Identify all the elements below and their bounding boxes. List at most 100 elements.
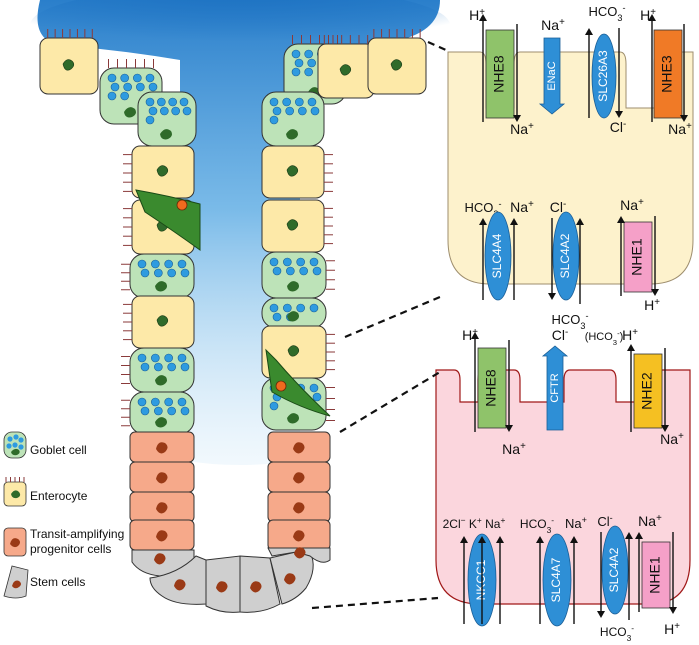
lower-cftr-top-ion: Cl-: [552, 327, 569, 344]
transit-cell-right-4: [267, 519, 331, 551]
lower-nhe8-arrow-up: [471, 332, 479, 432]
lower-slc4a7: SLC4A7: [542, 533, 572, 627]
connectors: [311, 40, 447, 610]
upper-nhe3-label: NHE3: [659, 55, 675, 93]
upper-slc4a4: SLC4A4: [484, 211, 512, 301]
lower-nhe2-arrow-down: [661, 348, 669, 432]
goblet-right-2-nucleus: [287, 311, 299, 322]
enterocyte-left-3-nucleus: [156, 315, 169, 327]
lower-nhe1-label: NHE1: [647, 556, 663, 594]
lower-slc4a2: SLC4A2: [601, 525, 629, 615]
lower-nhe2-label: NHE2: [639, 372, 655, 410]
lower-slc4a7-top-ion1: HCO3-: [520, 515, 554, 535]
lower-nhe1-top-ion: Na+: [638, 513, 662, 530]
legend-enterocyte-label: Enterocyte: [30, 489, 88, 503]
goblet-right-1: [261, 251, 335, 299]
lower-nhe1-bottom-ion: H+: [664, 621, 680, 638]
lower-nhe2: NHE2: [633, 353, 663, 429]
legend: Goblet cellEnterocyteTransit-amplifyingp…: [3, 431, 124, 599]
transporters: NHE8H+Na+Na+ENaCHCO3-SLC26A3Cl-NHE3H+Na+…: [443, 3, 692, 643]
goblet-top-right-2: [261, 91, 325, 147]
lower-nhe2-bottom-ion: Na+: [660, 431, 684, 448]
upper-nhe8-arrow-up: [479, 14, 487, 122]
upper-nhe1-arrow-down: [651, 216, 659, 296]
upper-slc4a2-top-ion: Cl-: [550, 199, 567, 216]
upper-nhe8: NHE8: [485, 29, 515, 119]
upper-nhe3: NHE3: [653, 29, 683, 119]
upper-nhe3-arrow-down: [680, 24, 688, 122]
upper-nhe1-arrow-up: [617, 216, 625, 296]
lower-nkcc1-top-ions: 2Cl− K+ Na+: [443, 515, 506, 531]
goblet-top-left-1-nucleus: [124, 107, 136, 118]
goblet-left-3: [121, 391, 195, 435]
transit-cell-right-1: [267, 431, 331, 463]
enterocyte-right-1: [261, 145, 333, 199]
enterocyte-top-right-1: [317, 35, 375, 99]
goblet-left-1-nucleus: [155, 281, 167, 292]
lower-slc4a2-arrow-down: [597, 532, 605, 618]
upper-slc4a2-label: SLC4A2: [558, 233, 572, 278]
upper-slc26a3-arrow-down: [615, 28, 623, 118]
enterocyte-right-1-nucleus: [286, 165, 299, 177]
legend-transit-label: Transit-amplifying: [30, 527, 124, 541]
legend-enterocyte: Enterocyte: [3, 477, 88, 507]
goblet-left-2: [121, 347, 195, 393]
enterocyte-left-1-nucleus: [156, 165, 169, 177]
connector-top: [427, 40, 447, 52]
enterocyte-left-3: [123, 295, 195, 349]
upper-nhe1-top-ion: Na+: [620, 197, 644, 214]
lower-slc4a2-top-ion: Cl-: [597, 513, 612, 529]
goblet-top-left-2-nucleus: [160, 129, 172, 140]
lower-nkcc1-label: NKCC1: [474, 559, 488, 600]
goblet-left-1: [121, 253, 195, 299]
goblet-left-2-nucleus: [155, 375, 167, 386]
upper-nhe8-arrow-down: [513, 24, 521, 122]
stem-cell-6: [267, 547, 331, 563]
enterocyte-top-right-2-nucleus: [390, 59, 403, 71]
lower-nkcc1-arrow-2: [478, 536, 486, 624]
upper-slc26a3-top-ion: HCO3-: [589, 3, 626, 23]
goblet-right-3-nucleus: [287, 413, 299, 424]
legend-stem: Stem cells: [3, 565, 85, 599]
lower-slc4a7-label: SLC4A7: [549, 557, 563, 602]
connector-lower-top: [339, 371, 441, 433]
goblet-top-right-2-nucleus: [286, 129, 298, 140]
lower-nhe1-arrow-down: [669, 532, 677, 614]
goblet-right-1-nucleus: [287, 281, 299, 292]
upper-slc4a2-bottom-ion: HCO3-: [552, 311, 589, 331]
upper-slc26a3: SLC26A3: [591, 33, 617, 119]
goblet-left-3-nucleus: [155, 417, 167, 428]
lower-nhe1-arrow-up: [635, 532, 643, 612]
upper-nhe8-top-ion: H+: [469, 7, 485, 24]
lower-nhe8-bottom-ion: Na+: [502, 441, 526, 458]
lower-nhe2-top-ion: H+: [622, 327, 638, 344]
enterocyte-right-2: [261, 199, 333, 253]
tuft-cell-right-nucleus: [275, 380, 287, 392]
enterocyte-right-3-nucleus: [287, 345, 300, 357]
lower-nkcc1-arrow-3: [496, 536, 504, 624]
enterocyte-top-right-1-nucleus: [339, 64, 352, 76]
lower-cftr-label: CFTR: [549, 373, 561, 402]
upper-slc26a3-label: SLC26A3: [596, 50, 610, 102]
lower-slc4a7-top-ion2: Na+: [565, 515, 587, 531]
lower-slc4a2-bottom-ion: HCO3-: [600, 623, 634, 643]
goblet-right-2: [261, 297, 327, 329]
lower-nkcc1-arrow-1: [460, 536, 468, 624]
legend-transit-label: progenitor cells: [30, 542, 111, 556]
upper-nhe1: NHE1: [623, 221, 653, 293]
goblet-top-left-2: [137, 91, 197, 147]
upper-slc4a4-arrow-2: [510, 218, 518, 300]
lower-nhe8-top-ion: H+: [462, 327, 478, 344]
upper-enac-label: ENaC: [546, 61, 558, 90]
transit-cell-left-1: [129, 431, 195, 463]
lower-slc4a7-arrow-1: [536, 536, 544, 624]
lower-nhe8-arrow-down: [505, 340, 513, 432]
stem-cell-4: [239, 555, 281, 613]
lower-nhe8-label: NHE8: [483, 369, 499, 407]
transit-cell-right-2: [267, 461, 331, 493]
upper-slc4a4-arrow-1: [479, 218, 487, 300]
upper-nhe3-bottom-ion: Na+: [668, 121, 692, 138]
